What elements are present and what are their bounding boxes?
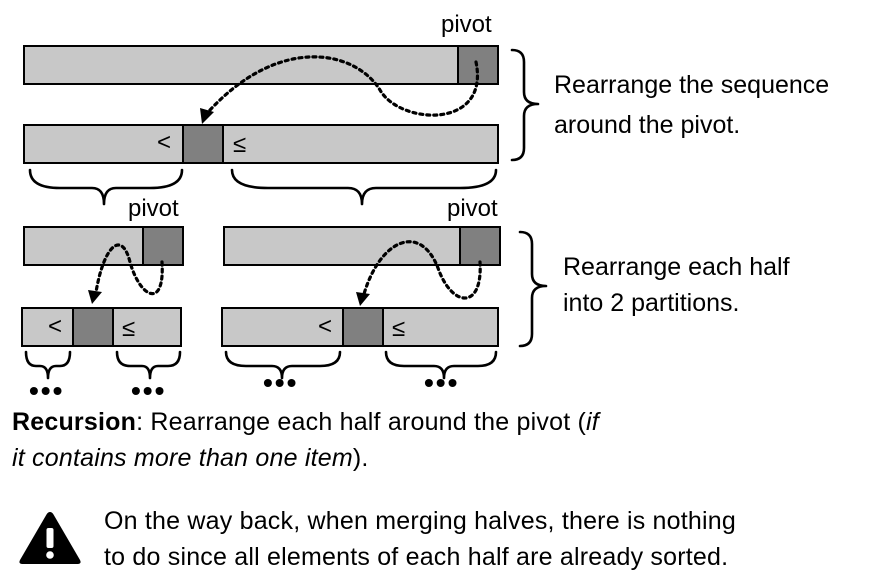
dots-2: ••• <box>131 375 166 400</box>
note-text: On the way back, when merging halves, th… <box>104 503 874 575</box>
move-pivot-arrow <box>208 55 480 117</box>
move-pivot-arrow-left <box>94 243 164 296</box>
step2-line1: Rearrange each half <box>563 253 790 281</box>
merge-note: On the way back, when merging halves, th… <box>16 503 874 583</box>
note-line-2: to do since all elements of each half ar… <box>104 543 729 571</box>
brace-sub-4 <box>384 350 498 380</box>
recursion-condition: if it contains more than one item <box>12 408 599 472</box>
sequence-bar <box>23 45 499 85</box>
quicksort-diagram: pivot < ≤ Rearrange the sequence around … <box>21 11 829 400</box>
brace-sub-2 <box>115 350 182 380</box>
leq-symbol: ≤ <box>233 131 246 158</box>
recursion-term: Recursion <box>12 408 137 436</box>
leq-right: ≤ <box>392 315 405 342</box>
brace-left-half <box>28 168 184 206</box>
step1-line1: Rearrange the sequence <box>554 71 829 99</box>
recursion-text-1: : Rearrange each half around the pivot ( <box>136 408 587 436</box>
arrowhead-left <box>88 290 102 304</box>
brace-sub-1 <box>24 350 72 380</box>
brace-right-half <box>230 168 498 206</box>
pivot-label-top: pivot <box>441 11 492 38</box>
less-than-symbol: < <box>157 129 171 156</box>
pivot-label-left: pivot <box>128 195 179 222</box>
warning-icon <box>19 512 81 564</box>
brace-sub-3 <box>224 350 342 380</box>
partitioned-bar <box>23 124 499 164</box>
arrowhead-right <box>356 292 370 306</box>
step1-line2: around the pivot. <box>554 111 740 139</box>
recursion-text-2: ). <box>352 444 369 472</box>
pivot-cell-right <box>459 226 501 266</box>
less-than-left: < <box>48 313 62 340</box>
dots-1: ••• <box>29 375 64 400</box>
brace-step1 <box>510 48 540 162</box>
pivot-cell-right-partition <box>342 307 384 347</box>
pivot-cell-left-partition <box>72 307 114 347</box>
pivot-label-right: pivot <box>447 195 498 222</box>
dots-3: ••• <box>263 367 298 398</box>
brace-step2 <box>518 230 548 348</box>
step2-line2: into 2 partitions. <box>563 289 740 317</box>
pivot-cell-mid <box>182 124 224 164</box>
dots-4: ••• <box>424 367 459 398</box>
right-half-bar <box>223 226 501 266</box>
arrowhead-top <box>200 108 214 124</box>
pivot-cell-left <box>142 226 184 266</box>
note-line-1: On the way back, when merging halves, th… <box>104 507 736 535</box>
leq-left: ≤ <box>122 315 135 342</box>
move-pivot-arrow-right <box>362 240 482 300</box>
recursion-description: Recursion: Rearrange each half around th… <box>12 404 612 476</box>
less-than-right: < <box>318 313 332 340</box>
